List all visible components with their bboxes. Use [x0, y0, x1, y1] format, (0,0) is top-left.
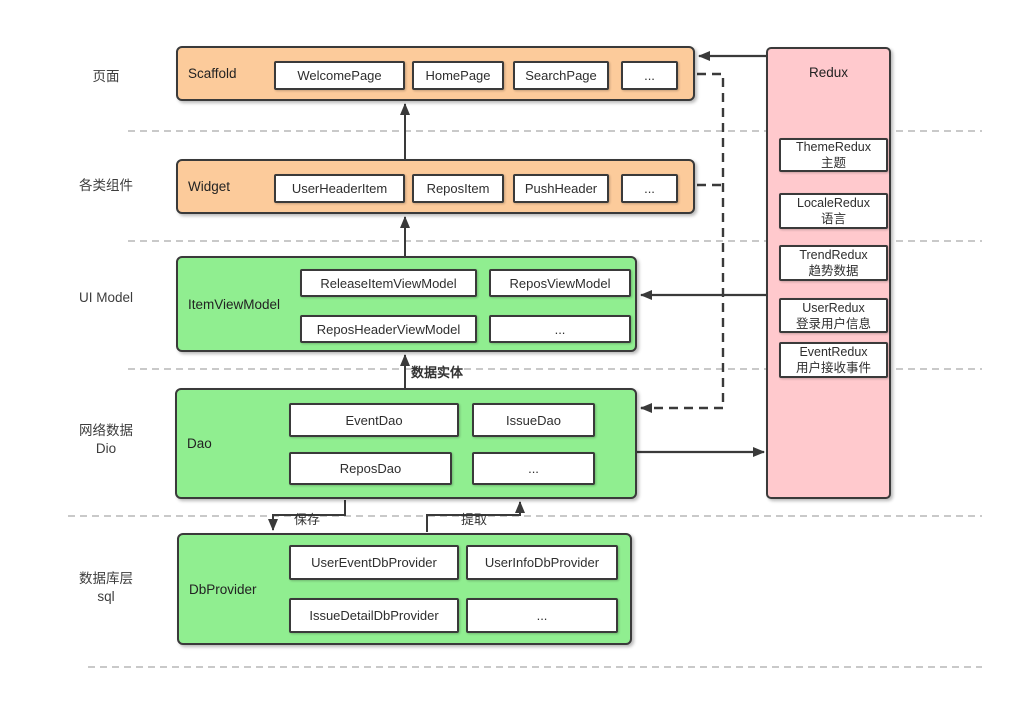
node-search-page: SearchPage	[513, 61, 609, 90]
node-more-view-models: ...	[489, 315, 631, 343]
node-more-db-providers: ...	[466, 598, 618, 633]
node-user-info-db-provider: UserInfoDbProvider	[466, 545, 618, 580]
node-locale-redux-name: LocaleRedux	[797, 196, 870, 210]
node-home-page: HomePage	[412, 61, 504, 90]
node-user-event-db-provider: UserEventDbProvider	[289, 545, 459, 580]
layer-label-page: 页面	[56, 68, 156, 86]
arrow-fetch-dbprovider-to-dao	[426, 501, 525, 532]
edge-label-save: 保存	[294, 512, 321, 527]
node-locale-redux: LocaleRedux 语言	[779, 193, 888, 229]
node-event-dao: EventDao	[289, 403, 459, 437]
node-issue-detail-db-provider: IssueDetailDbProvider	[289, 598, 459, 633]
layer-label-network-line2: Dio	[95, 441, 117, 456]
node-event-redux: EventRedux 用户接收事件	[779, 342, 888, 378]
panel-dao-title: Dao	[187, 436, 212, 451]
node-more-widgets: ...	[621, 174, 678, 203]
panel-db-provider-title: DbProvider	[189, 581, 257, 597]
node-issue-dao: IssueDao	[472, 403, 595, 437]
node-repos-view-model: ReposViewModel	[489, 269, 631, 297]
node-user-header-item: UserHeaderItem	[274, 174, 405, 203]
node-theme-redux: ThemeRedux 主题	[779, 138, 888, 172]
panel-scaffold-title: Scaffold	[188, 66, 237, 81]
edge-label-data-entity: 数据实体	[411, 365, 464, 380]
panel-redux-title: Redux	[808, 65, 849, 80]
node-user-redux: UserRedux 登录用户信息	[779, 298, 888, 333]
panel-widget: Widget UserHeaderItem ReposItem PushHead…	[176, 159, 695, 214]
node-welcome-page: WelcomePage	[274, 61, 405, 90]
node-trend-redux-name: TrendRedux	[799, 248, 868, 262]
node-theme-redux-name: ThemeRedux	[795, 140, 872, 154]
node-repos-dao: ReposDao	[289, 452, 452, 485]
panel-item-view-model: ItemViewModel ReleaseItemViewModel Repos…	[176, 256, 637, 352]
node-event-redux-name: EventRedux	[799, 345, 868, 359]
node-release-item-view-model: ReleaseItemViewModel	[300, 269, 477, 297]
edge-label-fetch: 提取	[461, 512, 488, 527]
layer-label-network-line1: 网络数据	[79, 423, 133, 438]
layer-label-network: 网络数据 Dio	[56, 422, 156, 458]
node-more-daos: ...	[472, 452, 595, 485]
node-event-redux-desc: 用户接收事件	[795, 361, 871, 375]
node-user-redux-name: UserRedux	[802, 300, 865, 315]
panel-dao: Dao EventDao IssueDao ReposDao ...	[175, 388, 637, 499]
arrow-save-dao-to-dbprovider	[268, 500, 346, 531]
panel-db-provider: DbProvider UserEventDbProvider UserInfoD…	[177, 533, 632, 645]
layer-label-database: 数据库层 sql	[56, 570, 156, 606]
node-more-pages: ...	[621, 61, 678, 90]
node-push-header: PushHeader	[513, 174, 609, 203]
layer-label-database-line2: sql	[97, 589, 115, 604]
panel-scaffold: Scaffold WelcomePage HomePage SearchPage…	[176, 46, 695, 101]
node-user-redux-desc: 登录用户信息	[795, 316, 871, 331]
panel-widget-title: Widget	[188, 179, 231, 194]
panel-redux: Redux ThemeRedux 主题 LocaleRedux 语言 Trend…	[766, 47, 891, 499]
panel-item-view-model-title: ItemViewModel	[188, 296, 281, 312]
node-trend-redux: TrendRedux 趋势数据	[779, 245, 888, 281]
layer-label-database-line1: 数据库层	[79, 571, 133, 586]
layer-label-ui-model-text: UI Model	[78, 290, 134, 305]
layer-label-page-text: 页面	[92, 69, 120, 84]
node-trend-redux-desc: 趋势数据	[808, 264, 859, 278]
node-theme-redux-desc: 主题	[820, 156, 846, 170]
layer-label-widgets: 各类组件	[56, 177, 156, 195]
node-repos-item: ReposItem	[412, 174, 504, 203]
node-repos-header-view-model: ReposHeaderViewModel	[300, 315, 477, 343]
layer-label-ui-model: UI Model	[56, 289, 156, 307]
layer-label-widgets-text: 各类组件	[79, 178, 133, 193]
node-locale-redux-desc: 语言	[820, 212, 846, 226]
